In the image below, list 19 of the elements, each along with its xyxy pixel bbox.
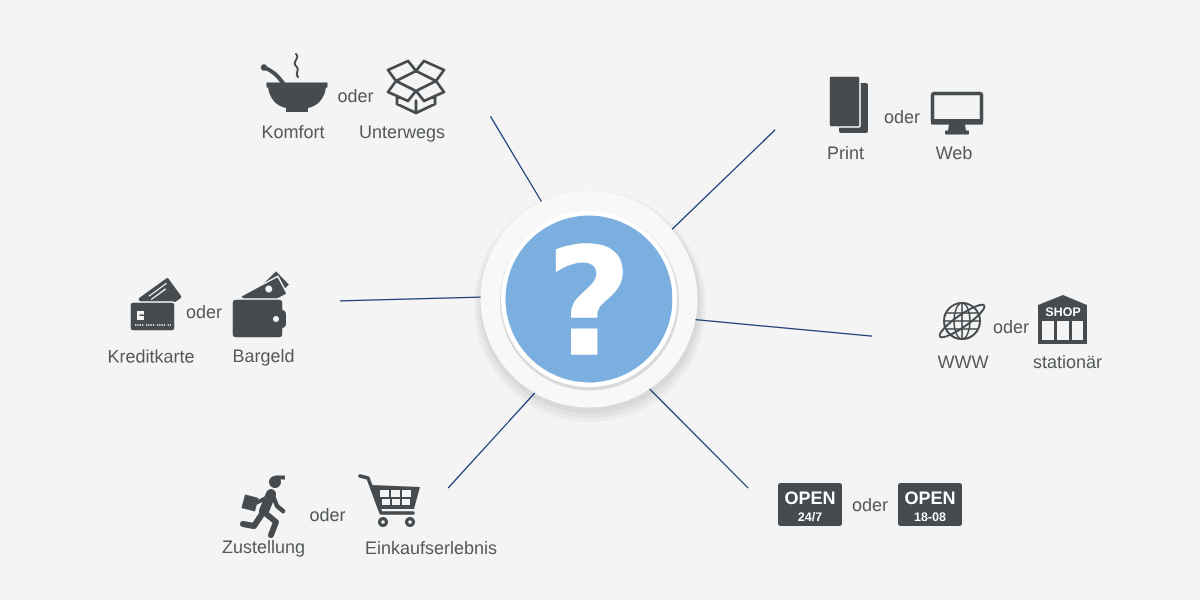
icon-caption: Kreditkarte — [108, 349, 194, 363]
icon-caption: Bargeld — [233, 348, 294, 366]
conjunction-label: oder — [884, 109, 920, 124]
icon-caption: Zustellung — [222, 539, 304, 557]
open-sign: OPEN 18-08 — [898, 483, 962, 526]
shop-building: SHOP — [1038, 295, 1087, 344]
icon-caption: Einkaufserlebnis — [366, 540, 497, 555]
icon-caption: WWW — [937, 355, 989, 368]
icon-caption: Unterwegs — [360, 125, 445, 142]
conjunction-label: oder — [993, 319, 1029, 334]
icon-caption: Print — [828, 145, 864, 160]
conjunction-label: oder — [310, 507, 346, 522]
icon-caption: Web — [935, 145, 972, 160]
conjunction-label: oder — [852, 497, 888, 512]
icon-caption: Komfort — [262, 124, 325, 139]
icon-caption: stationär — [1033, 354, 1102, 369]
conjunction-label: oder — [186, 304, 222, 319]
open-sign: OPEN 24/7 — [778, 483, 842, 526]
conjunction-label: oder — [338, 88, 374, 103]
